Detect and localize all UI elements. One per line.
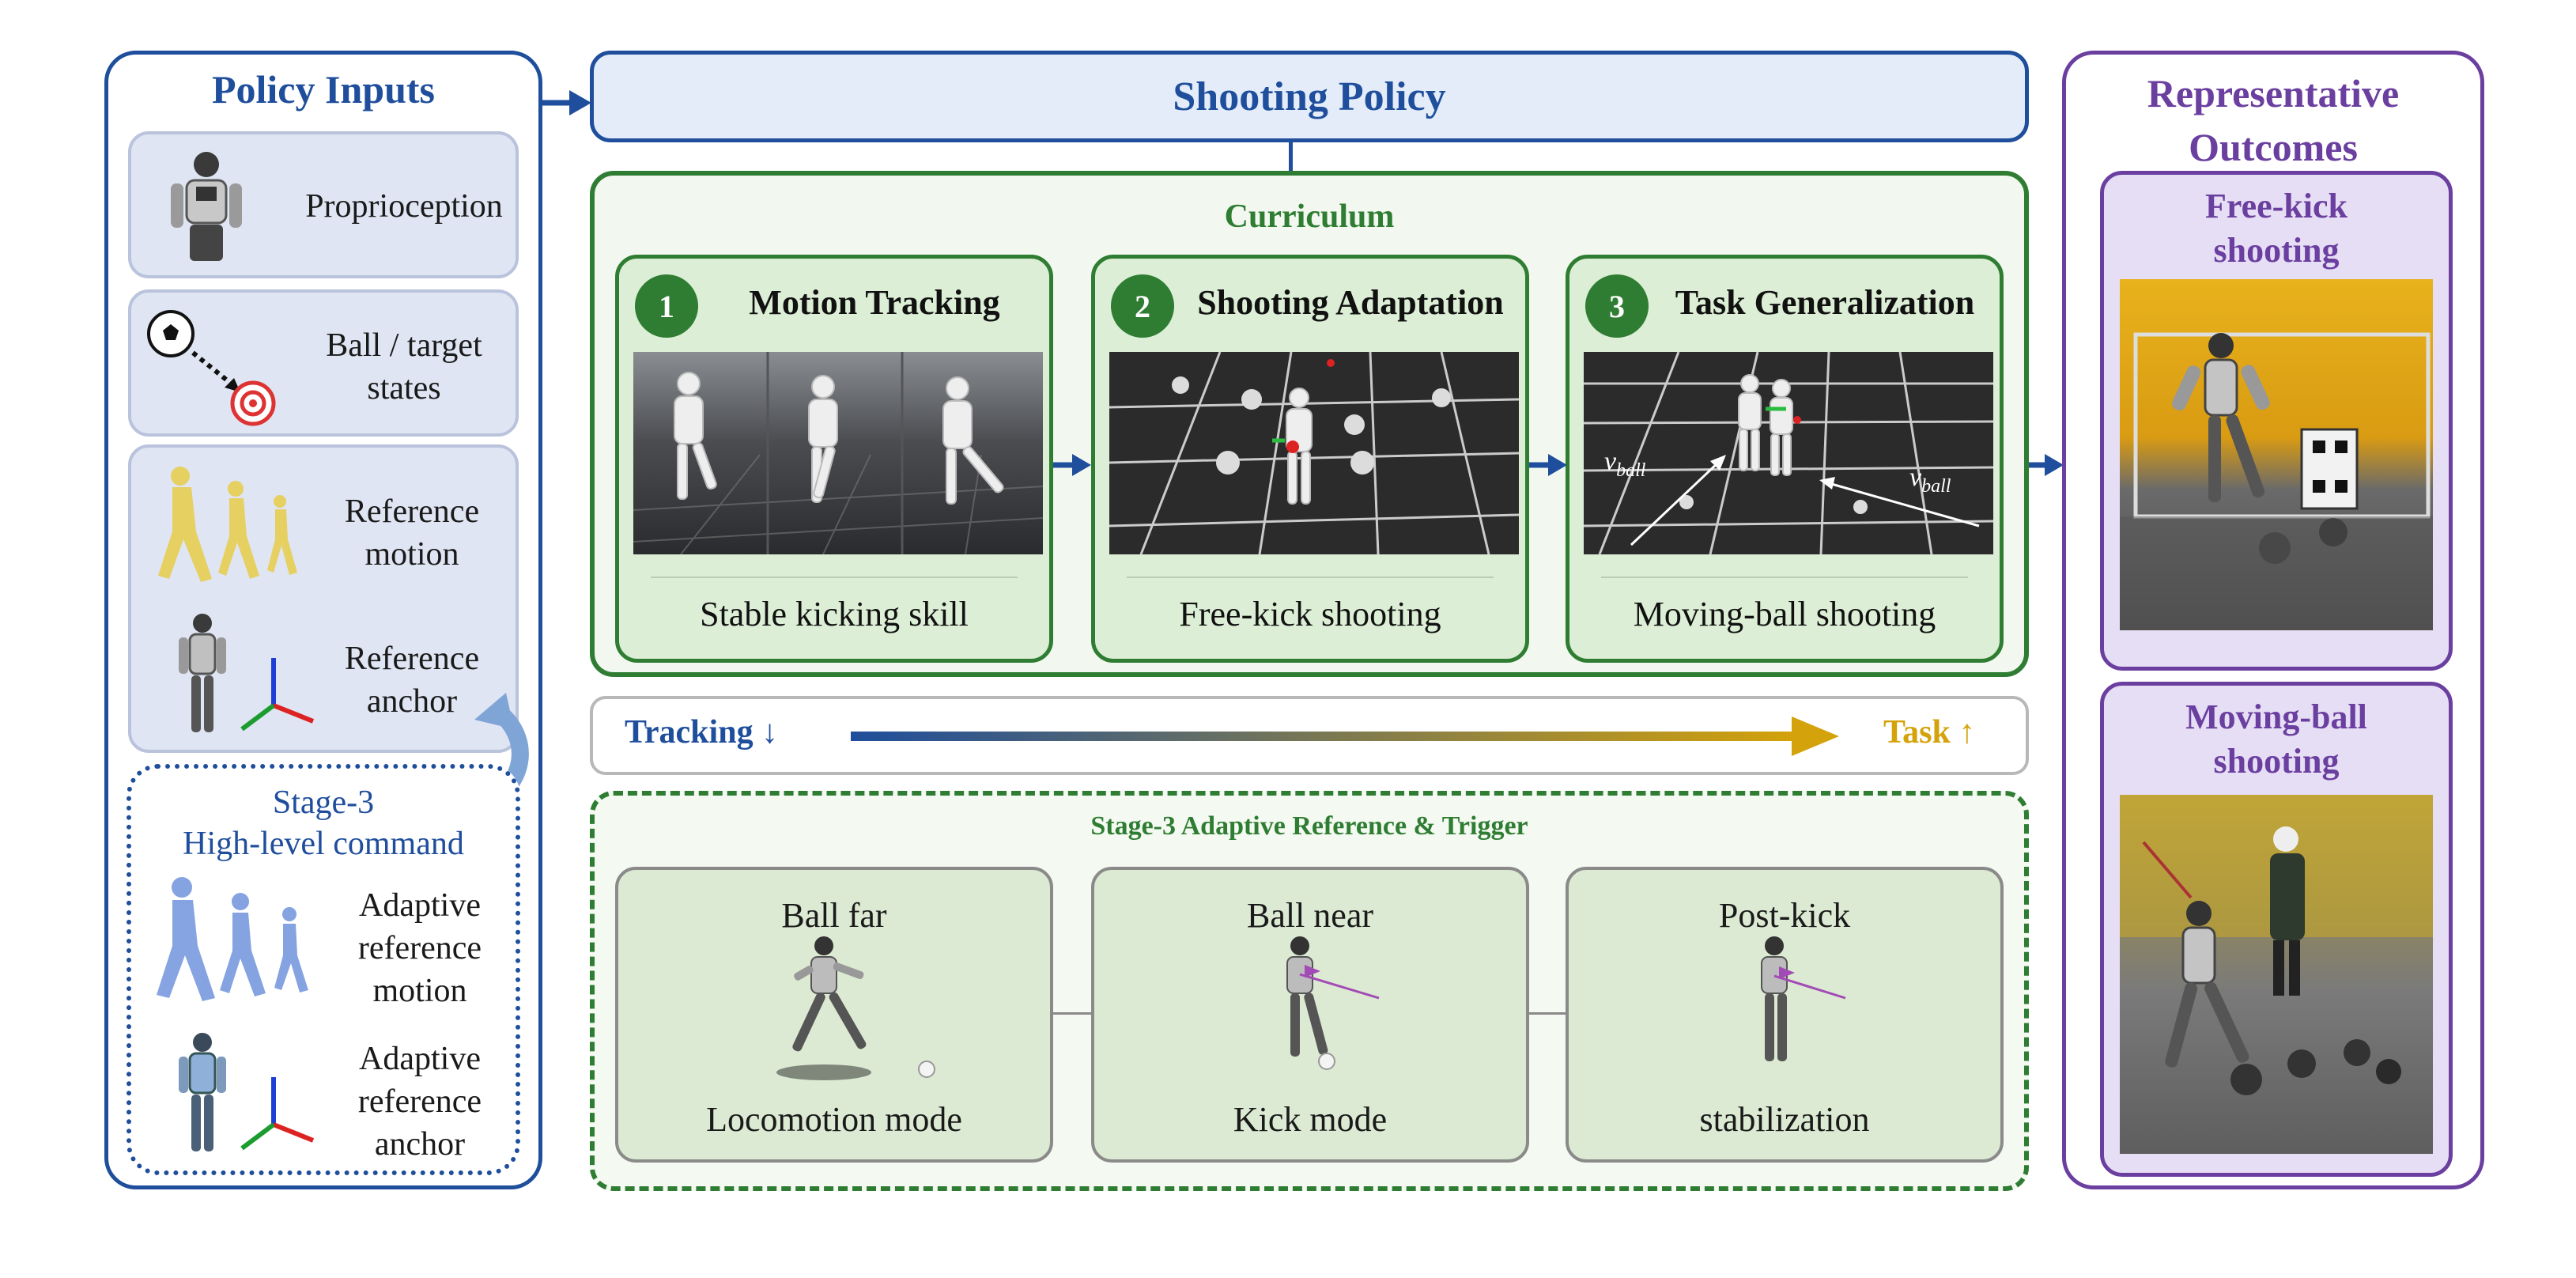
robot-icon xyxy=(171,152,242,261)
stage3-command-box: Stage-3 High-level command Adaptive refe… xyxy=(127,764,520,1175)
stage3-title-line1: Stage-3 xyxy=(272,785,375,821)
free-kick-photo xyxy=(2120,279,2433,630)
moving-ball-photo xyxy=(2120,795,2433,1154)
task-generalization-image: vball vball xyxy=(1584,352,1993,554)
arrow-stage2-to-stage3 xyxy=(1529,454,1567,476)
mode-card-ball-near: Ball near Kick mode xyxy=(1091,867,1529,1163)
stage-caption: Stable kicking skill xyxy=(700,595,969,633)
outcome-title-line2: shooting xyxy=(2213,742,2340,781)
stage-card-motion-tracking: 1 Motion Tracking Stable kicking skill xyxy=(615,255,1053,663)
tradeoff-gradient-arrow xyxy=(851,717,1839,756)
motion-tracking-image xyxy=(633,352,1043,554)
outcome-title-line1: Free-kick xyxy=(2204,187,2348,225)
stage3-title-line2: High-level command xyxy=(183,826,464,862)
arrow-policy-to-outcomes xyxy=(2029,454,2064,476)
arrow-inputs-to-policy xyxy=(542,90,591,115)
stage-title: Task Generalization xyxy=(1675,283,1975,322)
adaptive-anchor-label-line2: reference xyxy=(357,1083,482,1120)
robot-kicking-icon xyxy=(1286,936,1380,1070)
adaptive-anchor-label-line3: anchor xyxy=(374,1126,466,1163)
outcome-card-moving-ball: Moving-ball shooting xyxy=(2100,682,2453,1177)
mode-name: Kick mode xyxy=(1233,1100,1388,1139)
input-card-ball-target: Ball / target states xyxy=(128,289,519,437)
curriculum-title: Curriculum xyxy=(1224,199,1395,235)
stage-card-task-generalization: 3 Task Generalization vball vball Movi xyxy=(1566,255,2004,663)
outcomes-title-line2: Outcomes xyxy=(2189,125,2358,169)
reference-motion-label-line2: motion xyxy=(364,536,459,573)
ball-target-label-line1: Ball / target xyxy=(326,327,482,364)
mode-condition: Ball near xyxy=(1246,896,1374,935)
reference-motion-icon xyxy=(158,467,297,582)
adaptive-motion-label-line1: Adaptive xyxy=(359,887,481,924)
adaptive-motion-label-line3: motion xyxy=(372,973,467,1009)
outcome-title-line2: shooting xyxy=(2213,231,2340,270)
stage-number-badge: 3 xyxy=(1585,274,1649,338)
robot-standing-icon xyxy=(1761,936,1846,1061)
shooting-policy-header: Shooting Policy xyxy=(590,51,2029,142)
stage-divider xyxy=(1127,577,1494,578)
stage-divider xyxy=(651,577,1018,578)
robot-running-icon xyxy=(776,936,935,1080)
mode-connector-1 xyxy=(1053,1012,1091,1015)
policy-inputs-title: Policy Inputs xyxy=(211,67,435,112)
outcome-title-line1: Moving-ball xyxy=(2185,698,2367,736)
velocity-label-right: vball xyxy=(1909,463,1951,497)
reference-anchor-label-line2: anchor xyxy=(366,683,458,720)
proprioception-label: Proprioception xyxy=(305,188,503,225)
adaptive-title: Stage-3 Adaptive Reference & Trigger xyxy=(1090,811,1528,841)
stage-title: Motion Tracking xyxy=(749,283,1000,322)
adaptive-motion-label-line2: reference xyxy=(357,930,482,966)
reference-anchor-label-line1: Reference xyxy=(344,641,480,677)
velocity-label-left: vball xyxy=(1604,447,1646,481)
shooting-adaptation-image xyxy=(1109,352,1519,554)
stage-number-badge: 1 xyxy=(635,274,698,338)
mode-name: Locomotion mode xyxy=(706,1100,962,1139)
stage-caption: Moving-ball shooting xyxy=(1633,595,1936,633)
stage-title: Shooting Adaptation xyxy=(1197,283,1504,322)
mode-condition: Post-kick xyxy=(1718,896,1851,935)
stage-divider xyxy=(1601,577,1968,578)
ball-target-label-line2: states xyxy=(367,370,441,406)
tracking-label: Tracking ↓ xyxy=(625,714,779,751)
mode-connector-2 xyxy=(1529,1012,1567,1015)
adaptive-reference-motion-icon xyxy=(157,877,308,1001)
mode-card-ball-far: Ball far Locomotion mode xyxy=(615,867,1053,1163)
policy-connector xyxy=(1289,142,1293,172)
reference-anchor-icon xyxy=(179,614,315,732)
stage-number-badge: 2 xyxy=(1111,274,1174,338)
stage-caption: Free-kick shooting xyxy=(1179,595,1441,633)
adaptive-anchor-label-line1: Adaptive xyxy=(359,1041,481,1077)
ball-to-target-icon xyxy=(147,310,276,426)
outcomes-title-line1: Representative xyxy=(2147,71,2400,115)
adaptive-reference-anchor-icon xyxy=(179,1033,315,1151)
arrow-stage1-to-stage2 xyxy=(1053,454,1091,476)
mode-card-post-kick: Post-kick stabilization xyxy=(1566,867,2004,1163)
mode-condition: Ball far xyxy=(781,896,887,935)
input-card-reference: Reference motion Reference anchor xyxy=(128,444,519,753)
input-card-proprioception: Proprioception xyxy=(128,131,519,278)
outcome-card-free-kick: Free-kick shooting xyxy=(2100,171,2453,671)
mode-name: stabilization xyxy=(1699,1100,1870,1139)
task-label: Task ↑ xyxy=(1883,714,1976,751)
stage-card-shooting-adaptation: 2 Shooting Adaptation Free-kick shooting xyxy=(1091,255,1529,663)
reference-motion-label-line1: Reference xyxy=(344,493,480,530)
